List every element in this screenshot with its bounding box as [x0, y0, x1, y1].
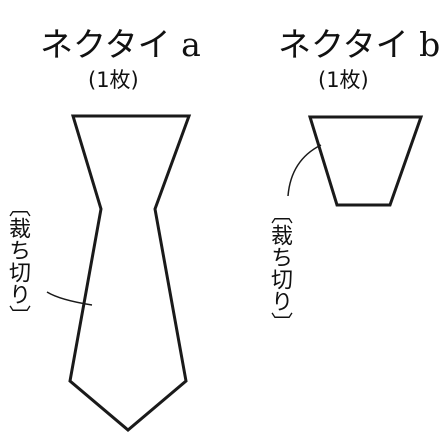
piece-b-leader-line: [287, 144, 322, 197]
piece-a-title: ネクタイ a: [40, 25, 201, 64]
piece-a-outline: [68, 114, 192, 432]
piece-b-count: (1枚): [318, 68, 369, 92]
piece-b-cut-label: 〔裁ち切り〕: [267, 202, 292, 334]
piece-a-cut-label: 〔裁ち切り〕: [5, 195, 30, 327]
piece-b-outline: [307, 115, 424, 207]
piece-a-count: (1枚): [88, 68, 139, 92]
piece-a-leader-line: [46, 291, 93, 306]
piece-b-title: ネクタイ b: [278, 25, 441, 64]
